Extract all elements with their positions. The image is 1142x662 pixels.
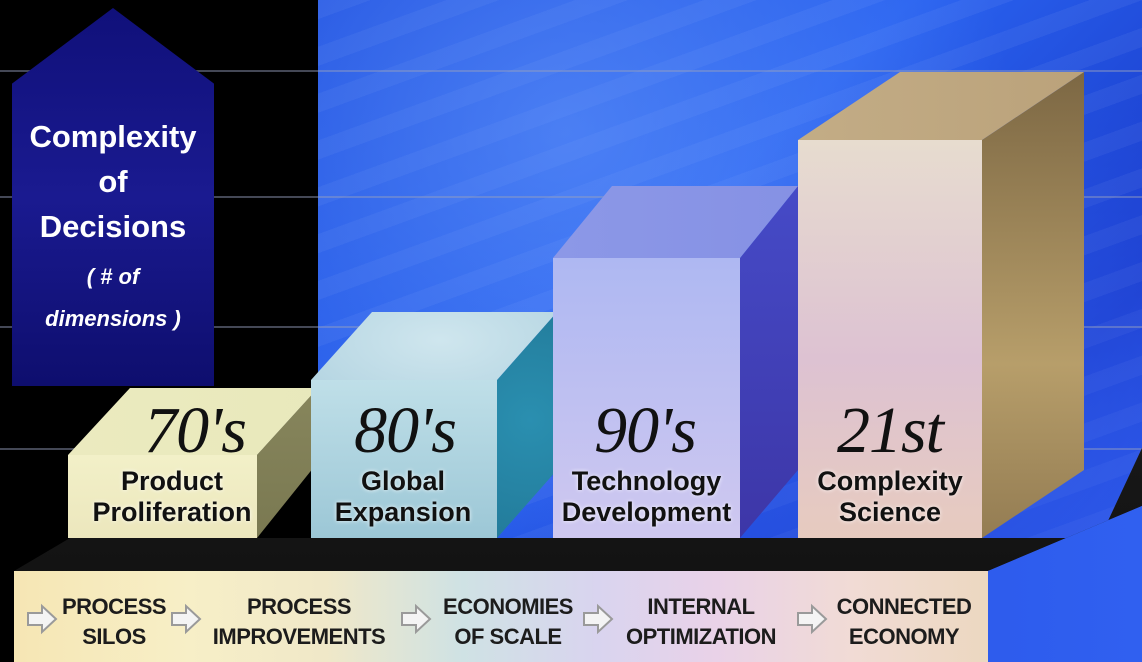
stage-line: PROCESS [246, 594, 352, 619]
gridline [0, 70, 1142, 72]
chevron-right-icon [27, 603, 58, 635]
y-axis-subtitle: ( # of dimensions ) [12, 256, 214, 340]
stage-connected-economy: CONNECTED ECONOMY [830, 592, 978, 652]
stage-line: OPTIMIZATION [625, 624, 777, 649]
era-caption-21st: Complexity Science [798, 466, 982, 528]
stage-process-silos: PROCESS SILOS [56, 592, 172, 652]
stage-line: IMPROVEMENTS [212, 624, 386, 649]
caption-line: Science [838, 497, 942, 527]
block-90s-front [553, 258, 740, 538]
chevron-right-icon [797, 603, 828, 635]
stage-line: OF SCALE [454, 624, 562, 649]
y-axis-title: Complexity of Decisions [12, 114, 214, 249]
y-axis-arrow [12, 8, 214, 386]
y-axis-subtitle-line: ( # of [86, 264, 140, 289]
stage-line: PROCESS [61, 594, 167, 619]
stage-line: ECONOMY [848, 624, 960, 649]
gridline [0, 196, 1142, 198]
era-label-70s: 70's [144, 394, 247, 467]
stage-line: ECONOMIES [443, 594, 573, 619]
y-axis-title-line: Decisions [39, 209, 187, 244]
y-axis-title-line: of [98, 164, 128, 199]
y-axis-title-line: Complexity [29, 119, 197, 154]
y-axis-subtitle-line: dimensions ) [45, 306, 181, 331]
stage-line: INTERNAL [647, 594, 755, 619]
era-label-90s: 90's [594, 394, 697, 467]
era-caption-80s: Global Expansion [310, 466, 496, 528]
era-caption-90s: Technology Development [553, 466, 740, 528]
era-caption-70s: Product Proliferation [78, 466, 266, 528]
caption-line: Global [360, 466, 445, 496]
era-label-80s: 80's [354, 394, 457, 467]
chevron-right-icon [401, 603, 432, 635]
block-80s-front [311, 380, 497, 538]
stage-line: SILOS [82, 624, 146, 649]
stage-process-improvements: PROCESS IMPROVEMENTS [206, 592, 392, 652]
block-21st-front [798, 140, 982, 538]
stage-internal-optimization: INTERNAL OPTIMIZATION [618, 592, 784, 652]
caption-line: Complexity [817, 466, 963, 496]
chevron-right-icon [171, 603, 202, 635]
caption-line: Proliferation [92, 497, 252, 527]
caption-line: Expansion [334, 497, 472, 527]
chevron-right-icon [583, 603, 614, 635]
block-70s-front [68, 455, 257, 538]
stage-economies-of-scale: ECONOMIES OF SCALE [436, 592, 580, 652]
caption-line: Development [561, 497, 732, 527]
caption-line: Technology [571, 466, 722, 496]
era-label-21st: 21st [836, 394, 944, 467]
caption-line: Product [120, 466, 223, 496]
stage-line: CONNECTED [836, 594, 972, 619]
